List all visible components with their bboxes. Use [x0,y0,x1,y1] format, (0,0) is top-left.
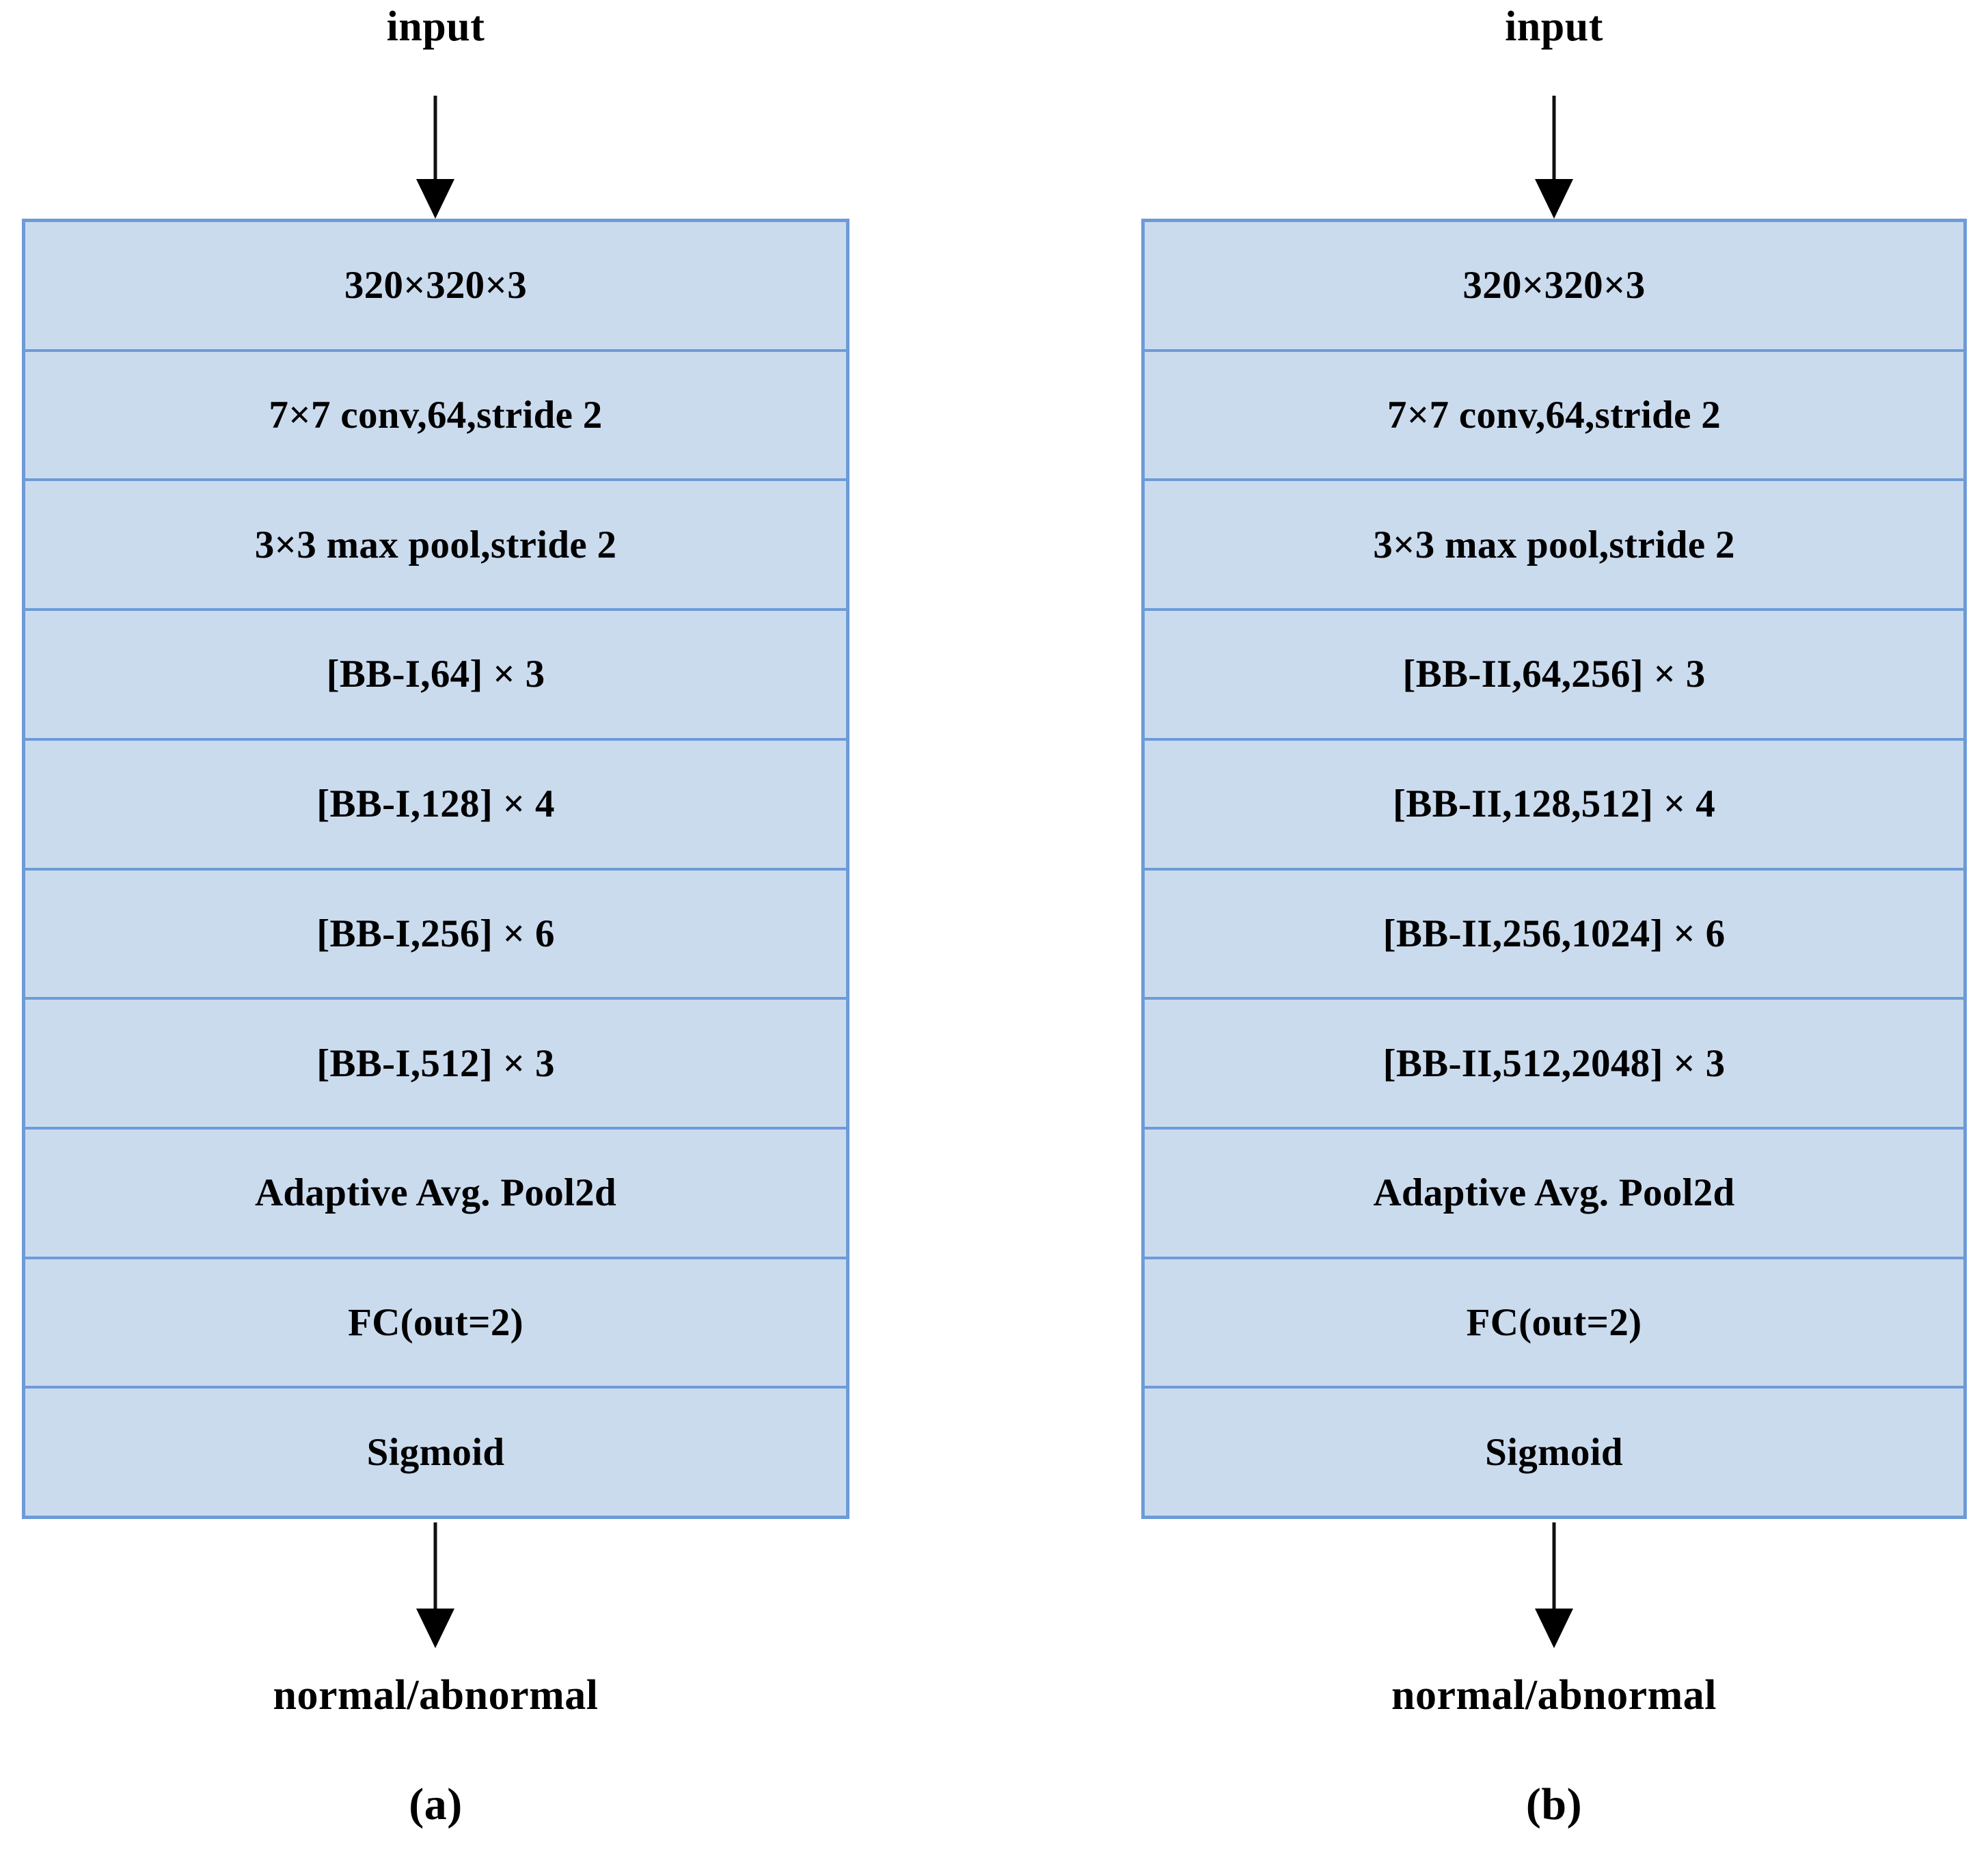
layer-label: 3×3 max pool,stride 2 [254,523,617,566]
layer-row[interactable]: FC(out=2) [25,1259,846,1389]
layer-label: [BB-I,64] × 3 [326,653,545,696]
arrow-shaft [433,96,437,183]
network-stack-a: 320×320×3 7×7 conv,64,stride 2 3×3 max p… [22,219,849,1519]
layer-label: [BB-I,256] × 6 [316,912,555,955]
arrow-shaft [1552,1522,1556,1613]
layer-row[interactable]: 320×320×3 [25,222,846,352]
layer-label: FC(out=2) [1466,1300,1642,1344]
layer-row[interactable]: 3×3 max pool,stride 2 [1145,481,1963,612]
layer-label: 3×3 max pool,stride 2 [1373,523,1735,566]
panel-b: input 320×320×3 7×7 conv,64,stride 2 3×3… [1141,0,1988,1860]
arrow-head-down-icon [1535,1609,1573,1648]
layer-label: [BB-II,512,2048] × 3 [1383,1041,1726,1085]
layer-row[interactable]: [BB-I,64] × 3 [25,611,846,741]
input-label-a: input [386,3,485,50]
layer-label: [BB-II,64,256] × 3 [1402,653,1706,696]
network-stack-b: 320×320×3 7×7 conv,64,stride 2 3×3 max p… [1141,219,1967,1519]
panel-caption-b: (b) [1525,1779,1583,1829]
panel-caption-a: (a) [409,1779,463,1829]
layer-label: 7×7 conv,64,stride 2 [269,394,603,437]
layer-row[interactable]: Adaptive Avg. Pool2d [25,1129,846,1259]
layer-row[interactable]: Sigmoid [1145,1389,1963,1516]
arrow-shaft [433,1522,437,1613]
layer-label: Sigmoid [366,1430,505,1474]
arrow-shaft [1552,96,1556,183]
layer-label: FC(out=2) [348,1300,523,1344]
arrow-head-down-icon [1535,179,1573,219]
layer-row[interactable]: 3×3 max pool,stride 2 [25,481,846,612]
layer-row[interactable]: [BB-II,64,256] × 3 [1145,611,1963,741]
output-label-a: normal/abnormal [273,1672,599,1719]
layer-row[interactable]: 7×7 conv,64,stride 2 [1145,351,1963,482]
layer-label: [BB-I,128] × 4 [316,782,555,826]
input-label-b: input [1505,3,1603,50]
layer-label: [BB-II,128,512] × 4 [1392,782,1716,826]
panel-a: input 320×320×3 7×7 conv,64,stride 2 3×3… [22,3,849,1829]
output-label-b: normal/abnormal [1391,1672,1717,1719]
layer-label: 320×320×3 [344,264,528,307]
layer-label: [BB-I,512] × 3 [316,1041,555,1085]
layer-label: Adaptive Avg. Pool2d [1373,1171,1735,1215]
layer-row[interactable]: [BB-I,256] × 6 [25,870,846,1000]
layer-label: [BB-II,256,1024] × 6 [1383,912,1726,955]
layer-row[interactable]: [BB-I,512] × 3 [25,1000,846,1130]
layer-label: Adaptive Avg. Pool2d [254,1171,617,1215]
layer-row[interactable]: [BB-I,128] × 4 [25,740,846,871]
layer-row[interactable]: [BB-II,256,1024] × 6 [1145,870,1963,1000]
layer-row[interactable]: Sigmoid [25,1389,846,1516]
layer-row[interactable]: [BB-II,512,2048] × 3 [1145,1000,1963,1130]
layer-label: 320×320×3 [1462,264,1646,307]
layer-row[interactable]: FC(out=2) [1145,1259,1963,1389]
arrow-head-down-icon [416,1609,454,1648]
arrow-head-down-icon [416,179,454,219]
layer-row[interactable]: Adaptive Avg. Pool2d [1145,1129,1963,1259]
layer-label: 7×7 conv,64,stride 2 [1387,394,1721,437]
layer-label: Sigmoid [1485,1430,1623,1474]
layer-row[interactable]: 7×7 conv,64,stride 2 [25,351,846,482]
layer-row[interactable]: [BB-II,128,512] × 4 [1145,740,1963,871]
layer-row[interactable]: 320×320×3 [1145,222,1963,352]
